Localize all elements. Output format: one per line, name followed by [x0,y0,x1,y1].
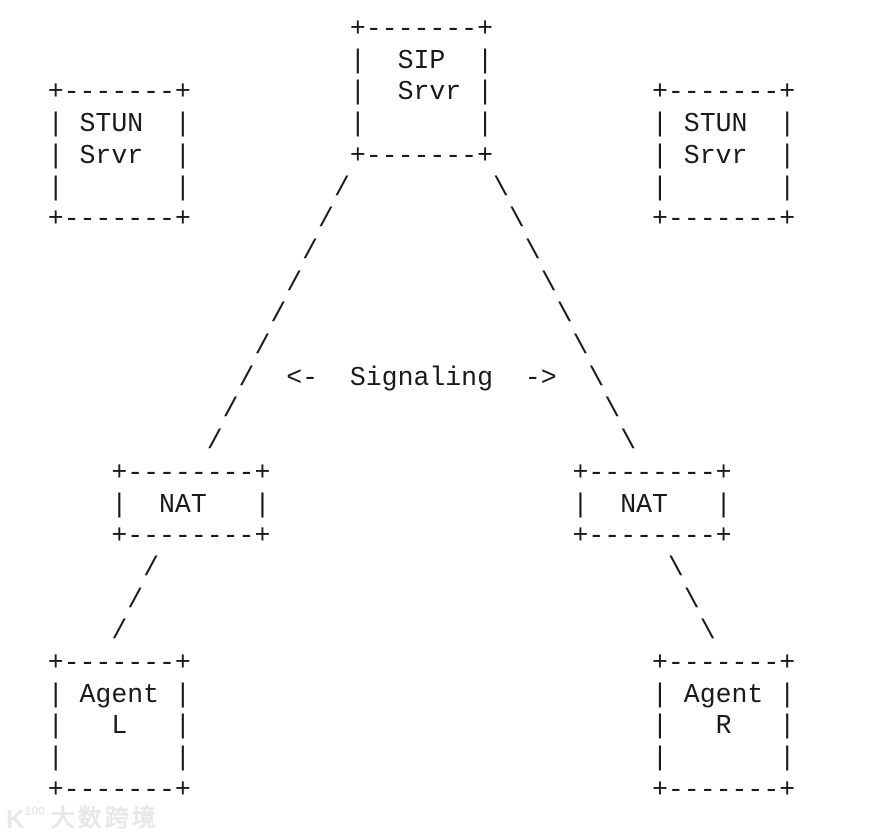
ascii-network-diagram: +-------+ | SIP | +-------+ | Srvr | +--… [47,14,796,805]
watermark-brand-text: 大数跨境 [50,805,159,832]
watermark-logo-sup: 100 [24,804,45,818]
watermark-logo-icon: K [6,804,25,834]
watermark: K 100 大数跨境 [6,804,159,834]
